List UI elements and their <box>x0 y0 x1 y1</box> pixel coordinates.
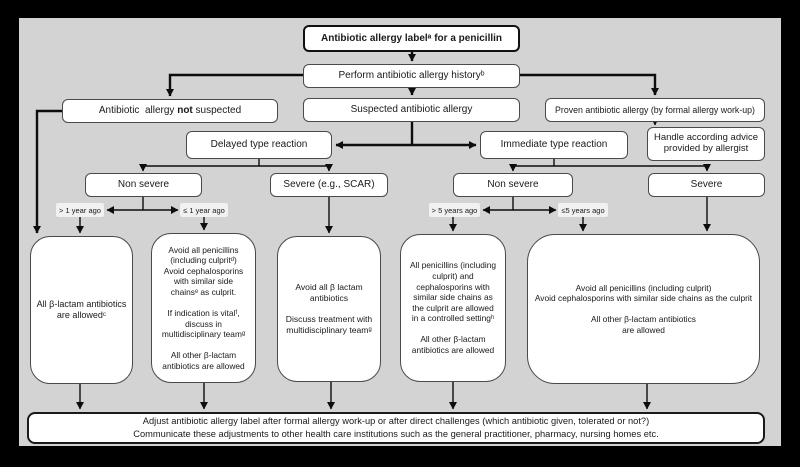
chip-le-1-year: ≤ 1 year ago <box>180 203 228 217</box>
outcome-all-allowed: All β-lactam antibiotics are allowedᶜ <box>30 236 133 384</box>
chip-gt-1-year: > 1 year ago <box>56 203 104 217</box>
node-suspected: Suspected antibiotic allergy <box>303 98 520 122</box>
node-perform-history: Perform antibiotic allergy historyᵇ <box>303 64 520 88</box>
outcome-avoid-all-beta-lactam: Avoid all β lactam antibiotics Discuss t… <box>277 236 381 382</box>
node-delayed-reaction: Delayed type reaction <box>186 131 332 159</box>
not-suspected-text-pre: Antibiotic allergy <box>98 105 178 117</box>
footer-adjust-label: Adjust antibiotic allergy label after fo… <box>27 412 765 444</box>
outcome-controlled-setting: All penicillins (including culprit) and … <box>400 234 506 382</box>
node-not-suspected: Antibiotic allergy not suspected <box>62 99 278 123</box>
outcome-avoid-penicillins: Avoid all penicillins (including culprit… <box>151 233 256 383</box>
node-severe-right: Severe <box>648 173 765 197</box>
chip-le-5-years: ≤5 years ago <box>558 203 608 217</box>
node-non-severe-left: Non severe <box>85 173 202 197</box>
node-proven: Proven antibiotic allergy (by formal all… <box>545 98 765 122</box>
chip-gt-5-years: > 5 years ago <box>429 203 480 217</box>
node-handle-allergist: Handle according advice provided by alle… <box>647 127 765 161</box>
not-suspected-text-bold: not <box>177 105 193 117</box>
outcome-avoid-wide: Avoid all penicillins (including culprit… <box>527 234 760 384</box>
node-severe-scar: Severe (e.g., SCAR) <box>270 173 388 197</box>
node-title: Antibiotic allergy labelᵃ for a penicill… <box>303 25 520 52</box>
node-immediate-reaction: Immediate type reaction <box>480 131 628 159</box>
not-suspected-text-post: suspected <box>192 105 242 117</box>
node-non-severe-right: Non severe <box>453 173 573 197</box>
